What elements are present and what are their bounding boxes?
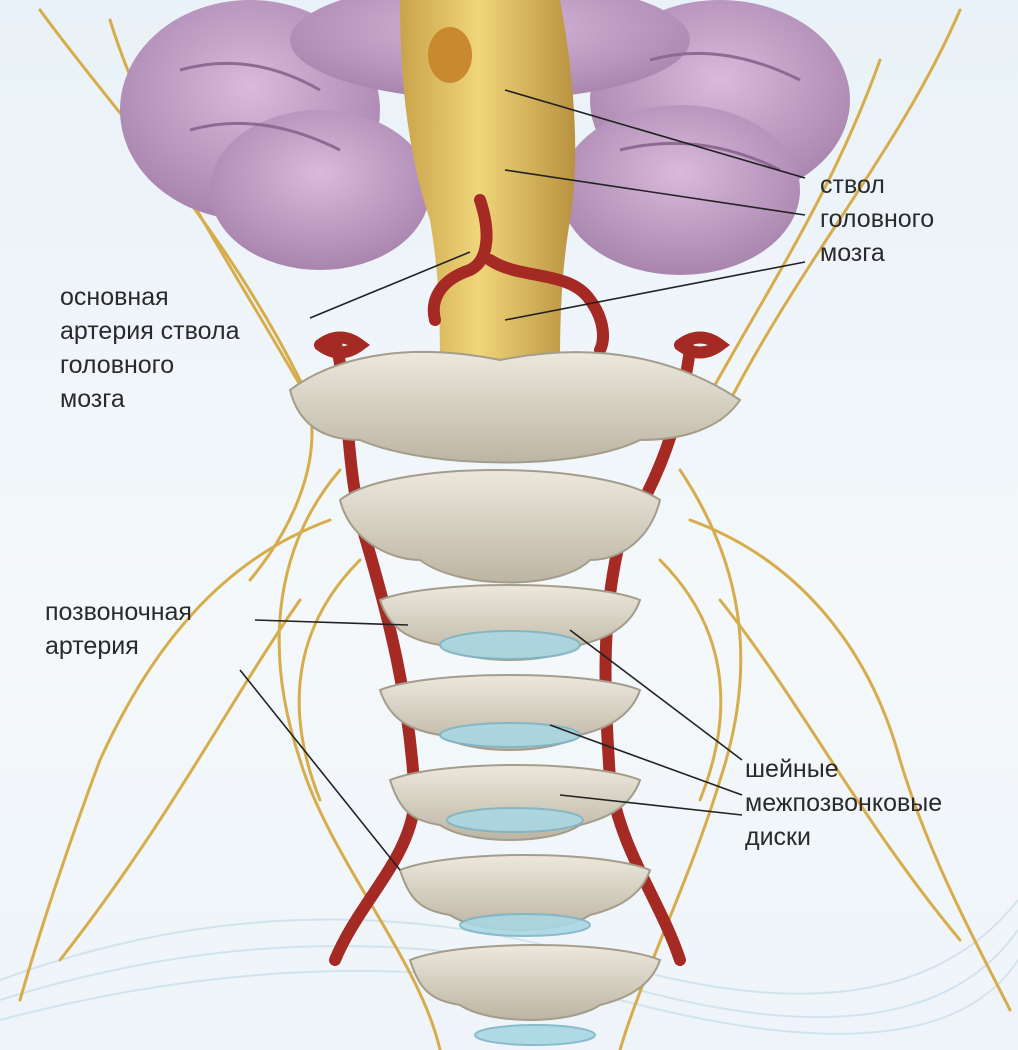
label-cervical-discs: шейные межпозвонковые диски	[745, 752, 942, 854]
label-brainstem: ствол головного мозга	[820, 168, 934, 270]
label-basilar-artery: основная артерия ствола головного мозга	[60, 280, 239, 416]
label-vertebral-artery: позвоночная артерия	[45, 595, 192, 663]
brainstem-shape	[400, 0, 575, 393]
